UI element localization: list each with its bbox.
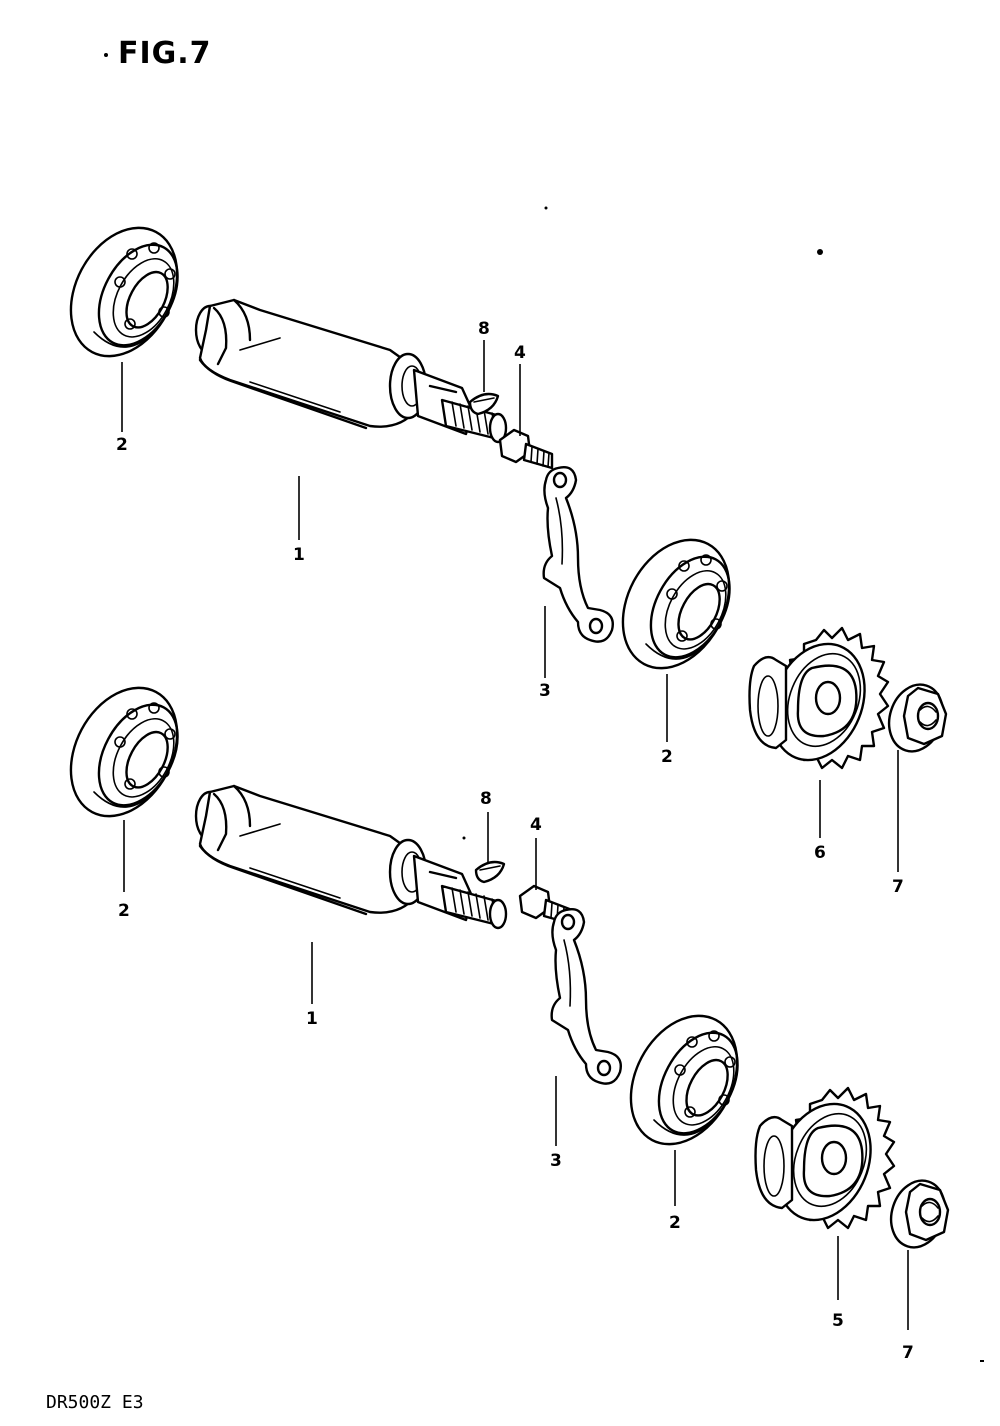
model-code: DR500Z E3 xyxy=(46,1392,144,1413)
callout-3: 3 xyxy=(550,1151,562,1171)
scan-speck xyxy=(544,206,548,210)
spur-gear-top xyxy=(748,626,890,776)
assembly-bottom: 2 1 8 4 3 2 5 7 xyxy=(48,668,955,1363)
scan-speck xyxy=(980,1360,984,1362)
bolt-top xyxy=(498,428,554,470)
callout-8: 8 xyxy=(480,789,492,809)
scan-speck xyxy=(817,249,823,255)
spur-gear-bottom xyxy=(754,1086,896,1236)
callout-4: 4 xyxy=(514,343,526,363)
callout-3: 3 xyxy=(539,681,551,701)
bearing-right-bottom xyxy=(608,996,760,1164)
callout-2: 2 xyxy=(661,747,673,767)
figure-title: FIG.7 xyxy=(118,36,212,71)
callout-7: 7 xyxy=(902,1343,914,1363)
flange-nut-bottom xyxy=(881,1172,955,1256)
assembly-top: 2 1 8 4 3 2 6 7 xyxy=(48,208,953,897)
callout-2: 2 xyxy=(669,1213,681,1233)
callout-1: 1 xyxy=(293,545,305,565)
callout-2: 2 xyxy=(118,901,130,921)
scan-speck xyxy=(462,836,466,840)
callout-5: 5 xyxy=(832,1311,844,1331)
shaft-bottom xyxy=(194,784,508,930)
callout-7: 7 xyxy=(892,877,904,897)
flange-nut-top xyxy=(879,676,953,760)
shaft-top xyxy=(194,298,508,444)
callout-1: 1 xyxy=(306,1009,318,1029)
callout-8: 8 xyxy=(478,319,490,339)
bearing-left-bottom xyxy=(48,668,200,836)
bearing-left-top xyxy=(48,208,200,376)
callout-6: 6 xyxy=(814,843,826,863)
title-dot xyxy=(104,53,108,57)
retainer-plate-top xyxy=(542,466,614,643)
callout-4: 4 xyxy=(530,815,542,835)
callout-2: 2 xyxy=(116,435,128,455)
key-bottom xyxy=(474,860,506,884)
retainer-plate-bottom xyxy=(550,908,622,1085)
key-top xyxy=(468,392,500,416)
bearing-right-top xyxy=(600,520,752,688)
